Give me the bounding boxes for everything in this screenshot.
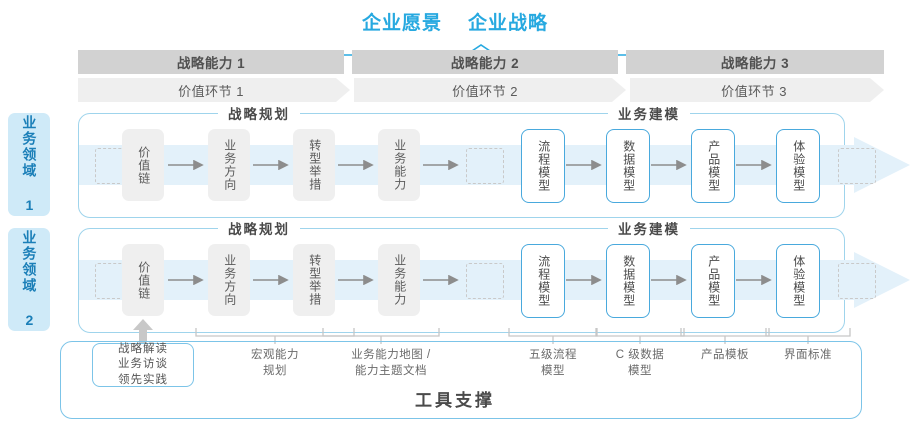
up-arrow-icon-value-chain xyxy=(133,319,153,345)
node-row2-business-capability[interactable]: 业务能力 xyxy=(378,244,420,316)
vision-item-enterprise-strategy: 企业战略 xyxy=(468,12,549,34)
connector-row1-3 xyxy=(338,160,374,170)
capability-segment-2[interactable]: 战略能力 2 xyxy=(352,50,618,74)
node-row1-business-capability[interactable]: 业务能力 xyxy=(378,129,420,201)
connector-row2-5 xyxy=(566,275,602,285)
connector-row2-7 xyxy=(736,275,772,285)
domain-label-2-text: 业务领域 2 xyxy=(21,229,38,330)
connector-row2-2 xyxy=(253,275,289,285)
bracket-data-model xyxy=(595,328,685,344)
node-row2-experience-model[interactable]: 体验模型 xyxy=(776,244,820,318)
tool-label-ui-standard-line-1: 界面标准 xyxy=(784,349,832,361)
connector-row2-4 xyxy=(423,275,459,285)
node-row2-process-model-label: 流程模型 xyxy=(536,255,551,307)
node-row2-business-capability-label: 业务能力 xyxy=(392,254,407,306)
domain-label-2[interactable]: 业务领域 2 xyxy=(8,228,50,331)
group-title-row2-modeling: 业务建模 xyxy=(608,220,690,237)
node-row2-product-model[interactable]: 产品模型 xyxy=(691,244,735,318)
tool-box-line-2: 业务访谈 xyxy=(118,358,168,371)
tool-label-data-model-line-2: 模型 xyxy=(628,364,652,377)
node-row1-business-direction-label: 业务方向 xyxy=(222,139,237,191)
placeholder-row2-mid xyxy=(466,263,504,299)
bracket-capability-map xyxy=(322,328,440,344)
tool-box-strategy-inputs[interactable]: 战略解读 业务访谈 领先实践 xyxy=(92,343,194,387)
connector-row1-4 xyxy=(423,160,459,170)
value-chain-segment-1[interactable]: 价值环节 1 xyxy=(178,83,244,99)
node-row1-process-model-label: 流程模型 xyxy=(536,140,551,192)
value-chain-chevron-shapes xyxy=(78,78,884,102)
tool-label-product-template-line-1: 产品模板 xyxy=(701,349,749,361)
tool-label-process-model: 五级流程 模型 xyxy=(493,348,613,379)
vision-item-enterprise-vision: 企业愿景 xyxy=(361,12,442,34)
node-row2-business-direction-label: 业务方向 xyxy=(222,254,237,306)
domain-label-1-text: 业务领域 1 xyxy=(21,114,38,215)
tool-label-process-model-line-2: 模型 xyxy=(541,364,565,377)
value-chain-segment-3[interactable]: 价值环节 3 xyxy=(721,83,787,99)
connector-row1-6 xyxy=(651,160,687,170)
node-row2-transformation-measures-label: 转型举措 xyxy=(307,254,322,306)
node-row1-business-capability-label: 业务能力 xyxy=(392,139,407,191)
node-row2-data-model-label: 数据模型 xyxy=(621,255,636,307)
value-chain-row: 价值环节 1 价值环节 2 价值环节 3 xyxy=(78,78,884,102)
connector-row1-7 xyxy=(736,160,772,170)
connector-row2-3 xyxy=(338,275,374,285)
tool-box-line-3: 领先实践 xyxy=(118,373,168,386)
node-row1-experience-model-label: 体验模型 xyxy=(791,140,806,192)
vision-header: 企业愿景 企业战略 xyxy=(0,4,910,38)
capability-segment-1[interactable]: 战略能力 1 xyxy=(78,50,344,74)
connector-row1-2 xyxy=(253,160,289,170)
node-row1-data-model-label: 数据模型 xyxy=(621,140,636,192)
placeholder-row2-end xyxy=(838,263,876,299)
tool-label-process-model-line-1: 五级流程 xyxy=(529,349,577,361)
node-row2-value-chain[interactable]: 价值链 xyxy=(122,244,164,316)
tool-label-macro-capability: 宏观能力 规划 xyxy=(215,348,335,379)
tool-label-macro-capability-line-1: 宏观能力 xyxy=(251,349,299,361)
node-row2-data-model[interactable]: 数据模型 xyxy=(606,244,650,318)
tool-label-product-template: 产品模板 xyxy=(665,348,785,364)
capability-segment-3[interactable]: 战略能力 3 xyxy=(626,50,884,74)
bracket-macro-capability xyxy=(195,328,355,344)
group-title-row1-modeling: 业务建模 xyxy=(608,105,690,122)
value-chain-segment-2[interactable]: 价值环节 2 xyxy=(452,83,518,99)
tool-box-line-1: 战略解读 xyxy=(118,342,168,355)
node-row2-transformation-measures[interactable]: 转型举措 xyxy=(293,244,335,316)
placeholder-row1-mid xyxy=(466,148,504,184)
tool-label-capability-map: 业务能力地图 / 能力主题文档 xyxy=(331,348,451,379)
node-row1-business-direction[interactable]: 业务方向 xyxy=(208,129,250,201)
group-title-row2-planning: 战略规划 xyxy=(218,220,300,237)
group-title-row1-planning: 战略规划 xyxy=(218,105,300,122)
tool-label-macro-capability-line-2: 规划 xyxy=(263,364,287,377)
node-row1-product-model[interactable]: 产品模型 xyxy=(691,129,735,203)
node-row1-product-model-label: 产品模型 xyxy=(706,140,721,192)
domain-label-1[interactable]: 业务领域 1 xyxy=(8,113,50,216)
tool-label-capability-map-line-2: 能力主题文档 xyxy=(355,364,427,377)
node-row2-process-model[interactable]: 流程模型 xyxy=(521,244,565,318)
tool-label-ui-standard: 界面标准 xyxy=(748,348,868,364)
node-row2-business-direction[interactable]: 业务方向 xyxy=(208,244,250,316)
tool-support-container xyxy=(60,341,862,419)
node-row2-product-model-label: 产品模型 xyxy=(706,255,721,307)
connector-row1-5 xyxy=(566,160,602,170)
node-row1-transformation-measures-label: 转型举措 xyxy=(307,139,322,191)
node-row2-value-chain-label: 价值链 xyxy=(136,260,151,300)
tool-support-title: 工具支撑 xyxy=(415,391,495,410)
bracket-process-model xyxy=(508,328,598,344)
tool-label-capability-map-line-1: 业务能力地图 / xyxy=(351,349,431,361)
node-row1-transformation-measures[interactable]: 转型举措 xyxy=(293,129,335,201)
node-row2-experience-model-label: 体验模型 xyxy=(791,255,806,307)
connector-row2-6 xyxy=(651,275,687,285)
bracket-product-template xyxy=(680,328,770,344)
node-row1-experience-model[interactable]: 体验模型 xyxy=(776,129,820,203)
connector-row2-1 xyxy=(168,275,204,285)
bracket-ui-standard xyxy=(765,328,851,344)
connector-row1-1 xyxy=(168,160,204,170)
placeholder-row1-end xyxy=(838,148,876,184)
node-row1-value-chain-label: 价值链 xyxy=(136,145,151,185)
node-row1-process-model[interactable]: 流程模型 xyxy=(521,129,565,203)
node-row1-value-chain[interactable]: 价值链 xyxy=(122,129,164,201)
tool-label-data-model-line-1: C 级数据 xyxy=(615,349,665,361)
node-row1-data-model[interactable]: 数据模型 xyxy=(606,129,650,203)
capability-header-row: 战略能力 1 战略能力 2 战略能力 3 xyxy=(78,50,884,74)
tool-label-data-model: C 级数据 模型 xyxy=(580,348,700,379)
